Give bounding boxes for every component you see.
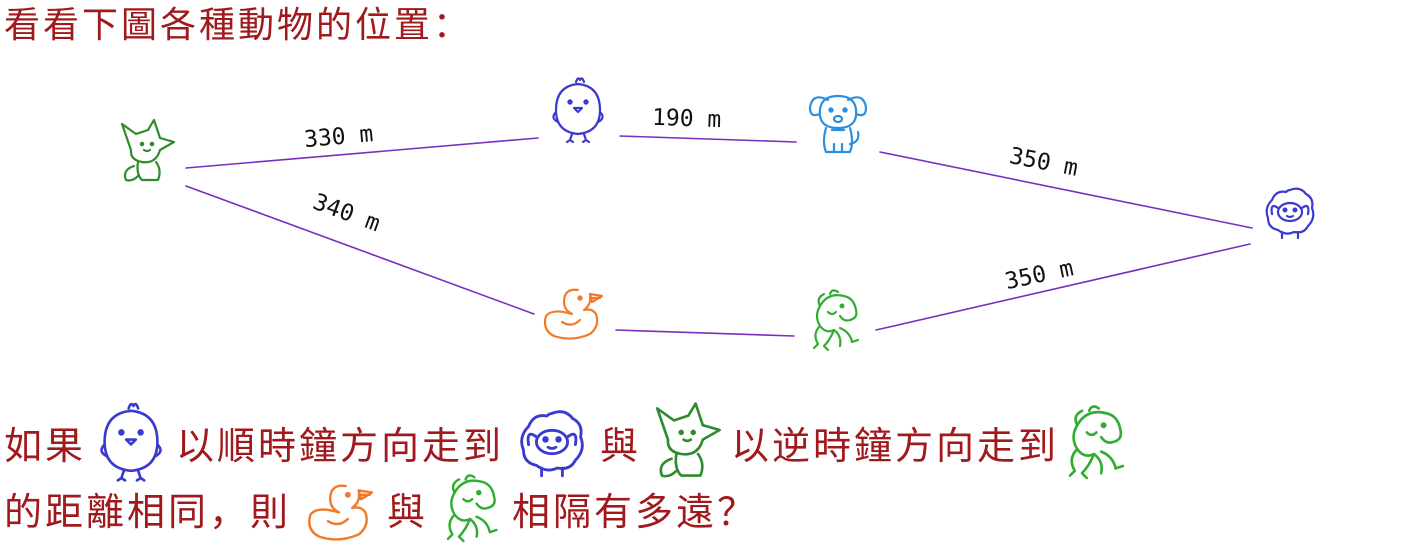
- path-fox-chick: [185, 137, 539, 169]
- distance-label-fox-chick: 330 m: [303, 121, 374, 153]
- chick-icon: [100, 402, 162, 482]
- sheep-icon: [1265, 187, 1315, 240]
- path-fox-duck: [185, 185, 535, 315]
- question-line-2: 的距離相同，則 與 相隔有多遠？: [4, 472, 758, 544]
- question-text-and: 與: [600, 423, 642, 468]
- duck-icon: [543, 288, 604, 340]
- horse-icon: [812, 289, 860, 352]
- fox-icon: [655, 402, 721, 478]
- distance-label-horse-sheep: 350 m: [1003, 255, 1076, 295]
- distance-label-fox-duck: 340 m: [309, 189, 383, 237]
- question-text-if: 如果: [4, 423, 87, 468]
- distance-label-chick-dog: 190 m: [652, 105, 722, 133]
- animal-route-diagram: 330 m 190 m 350 m 340 m 350 m: [120, 77, 1315, 352]
- question-line-1: 如果 以順時鐘方向走到 與 以逆時鐘方向走到: [4, 402, 1129, 482]
- path-horse-sheep: [875, 243, 1251, 331]
- question-text-counterclockwise: 以逆時鐘方向走到: [731, 423, 1060, 468]
- dog-icon: [808, 94, 868, 154]
- path-dog-sheep: [879, 151, 1253, 229]
- question-text-and-2: 與: [387, 489, 429, 534]
- distance-label-dog-sheep: 350 m: [1007, 143, 1080, 182]
- question-text-clockwise: 以順時鐘方向走到: [176, 423, 505, 468]
- path-chick-dog: [619, 135, 797, 143]
- sheep-icon: [520, 410, 584, 478]
- question-text-same-distance: 的距離相同，則: [4, 489, 292, 534]
- question-text-how-far: 相隔有多遠？: [512, 489, 759, 534]
- path-duck-horse: [615, 329, 795, 337]
- horse-icon: [1068, 405, 1125, 480]
- horse-icon: [446, 474, 498, 543]
- page-title: 看看下圖各種動物的位置：: [4, 5, 473, 46]
- chick-icon: [552, 77, 604, 144]
- duck-icon: [308, 484, 374, 541]
- fox-icon: [120, 118, 176, 182]
